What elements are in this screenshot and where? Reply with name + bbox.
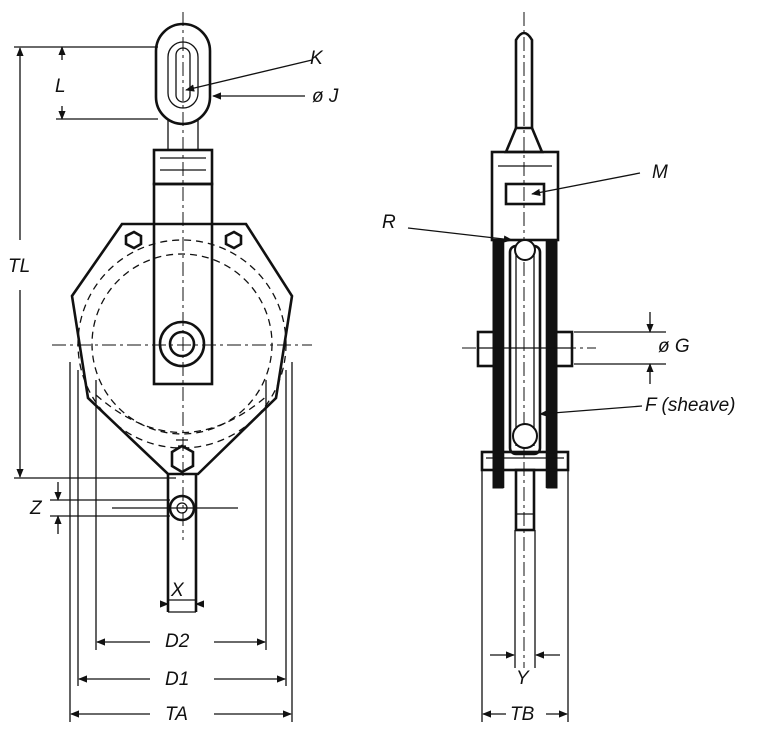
leader-M <box>531 172 641 197</box>
dim-TL <box>14 46 176 479</box>
leader-F <box>539 405 643 417</box>
dim-L <box>56 46 158 120</box>
dim-D2 <box>95 380 267 650</box>
side-view: M R ø G F (sheave) Y TB <box>382 12 735 725</box>
cheek-plate <box>70 222 294 476</box>
side-top-housing <box>490 150 560 242</box>
label-K: K <box>310 48 324 69</box>
side-sheave <box>508 239 542 456</box>
axle-outer <box>158 320 206 368</box>
label-F: F (sheave) <box>645 395 735 416</box>
becket-tab <box>112 474 238 613</box>
label-TA: TA <box>165 704 188 725</box>
leader-R <box>407 227 513 243</box>
label-TL: TL <box>8 256 30 277</box>
eye-shackle <box>154 22 212 150</box>
label-D1: D1 <box>165 669 189 690</box>
dim-TB <box>481 470 569 722</box>
front-view: L TL K ø J Z X <box>8 12 339 725</box>
label-D2: D2 <box>165 631 190 652</box>
sheave-outer-dashed <box>77 239 287 449</box>
side-becket <box>514 468 536 532</box>
label-G: ø G <box>658 336 690 357</box>
label-X: X <box>170 580 185 601</box>
sheave-inner-dashed <box>91 253 273 435</box>
dim-D1 <box>77 370 287 686</box>
side-axle-bolt <box>476 330 574 368</box>
dim-G <box>574 312 666 384</box>
axle-inner <box>168 330 196 358</box>
sheave-bottom-arc <box>95 394 269 433</box>
label-J: ø J <box>312 86 339 107</box>
top-left-bolt <box>124 230 143 250</box>
label-L: L <box>55 76 66 97</box>
leader-K <box>185 59 313 92</box>
dim-TA <box>69 362 293 722</box>
swivel-neck <box>152 148 214 386</box>
label-R: R <box>382 212 396 233</box>
dim-Y <box>490 530 560 668</box>
top-right-bolt <box>224 230 243 250</box>
dim-X <box>159 599 205 608</box>
label-Z: Z <box>29 498 43 519</box>
label-TB: TB <box>510 704 535 725</box>
label-Y: Y <box>516 668 530 689</box>
label-M: M <box>652 162 668 183</box>
